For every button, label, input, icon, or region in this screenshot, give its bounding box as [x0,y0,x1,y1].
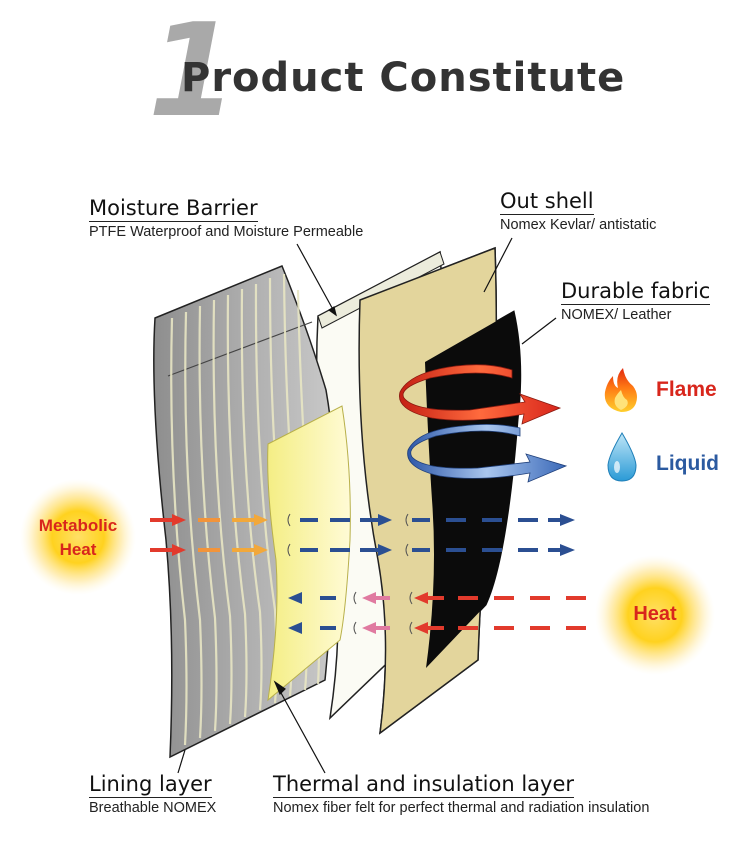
flame-arrow [399,364,562,425]
metabolic-heat-line1: Metabolic [38,516,118,535]
page-title: Product Constitute [181,55,626,101]
external-arrow-top [288,592,586,604]
out-shell-desc: Nomex Kevlar/ antistatic [500,217,657,233]
durable-fabric-desc: NOMEX/ Leather [561,307,672,323]
flame-icon [604,368,637,412]
leader-lines [177,237,557,774]
durable-fabric-callout: Durable fabric NOMEX/ Leather [561,279,711,323]
thermal-layer-callout: Thermal and insulation layer Nomex fiber… [273,772,649,816]
layer-pass-marks [287,513,413,635]
lining-layer-title: Lining layer [89,772,212,798]
durable-fabric-title: Durable fabric [561,279,711,305]
section-number: 1 [148,0,238,146]
metabolic-heat-line2: Heat [59,540,97,559]
moisture-barrier-desc: PTFE Waterproof and Moisture Permeable [89,224,364,240]
metabolic-heat-label: Metabolic Heat [18,514,138,562]
lining-layer-callout: Lining layer Breathable NOMEX [89,772,216,816]
external-heat-arrows [288,592,586,634]
metabolic-heat-glow [20,479,136,595]
metabolic-arrow-top [150,514,575,526]
water-drop-icon [607,432,637,482]
out-shell-callout: Out shell Nomex Kevlar/ antistatic [500,189,656,233]
thermal-layer-title: Thermal and insulation layer [273,772,575,798]
external-arrow-bottom [288,622,586,634]
external-heat-glow [595,555,715,675]
liquid-arrow [407,424,568,483]
thermal-layer-desc: Nomex fiber felt for perfect thermal and… [273,800,650,816]
metabolic-heat-arrows [150,514,575,556]
liquid-label: Liquid [656,452,719,475]
metabolic-arrow-bottom [150,544,575,556]
flame-label: Flame [656,378,717,401]
moisture-barrier-title: Moisture Barrier [89,196,258,222]
external-heat-label: Heat [633,603,677,625]
lining-layer-desc: Breathable NOMEX [89,800,217,816]
moisture-barrier-callout: Moisture Barrier PTFE Waterproof and Moi… [89,196,363,240]
out-shell-title: Out shell [500,189,594,215]
